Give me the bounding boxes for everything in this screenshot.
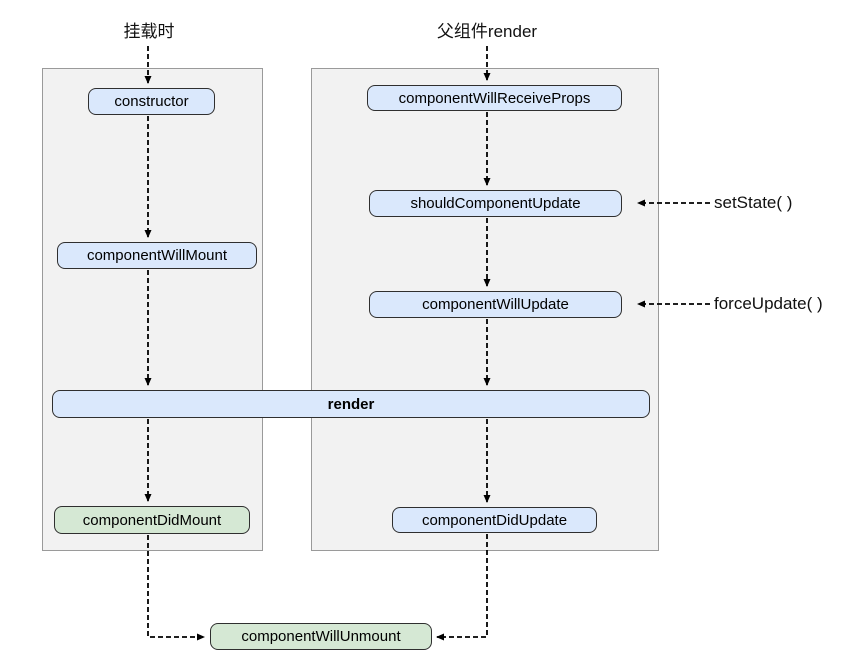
node-component-will-receive-props: componentWillReceiveProps bbox=[367, 85, 622, 111]
node-constructor: constructor bbox=[88, 88, 215, 115]
node-component-will-unmount: componentWillUnmount bbox=[210, 623, 432, 650]
mount-phase-label: 挂载时 bbox=[123, 22, 175, 41]
node-component-will-update-label: componentWillUpdate bbox=[422, 296, 569, 313]
node-component-did-mount-label: componentDidMount bbox=[82, 511, 222, 529]
node-render-label: render bbox=[327, 395, 375, 413]
node-constructor-label: constructor bbox=[114, 93, 189, 110]
node-should-component-update-label: shouldComponentUpdate bbox=[410, 195, 581, 212]
node-component-did-update-label: componentDidUpdate bbox=[421, 511, 568, 529]
node-render: render bbox=[52, 390, 650, 418]
parent-render-label: 父组件render bbox=[436, 22, 538, 41]
node-component-will-receive-props-label: componentWillReceiveProps bbox=[398, 89, 591, 107]
node-component-will-mount: componentWillMount bbox=[57, 242, 257, 269]
node-component-did-mount: componentDidMount bbox=[54, 506, 250, 534]
setstate-label: setState( ) bbox=[714, 193, 793, 212]
node-should-component-update: shouldComponentUpdate bbox=[369, 190, 622, 217]
node-component-will-update: componentWillUpdate bbox=[369, 291, 622, 318]
forceupdate-label: forceUpdate( ) bbox=[714, 294, 823, 313]
node-component-will-unmount-label: componentWillUnmount bbox=[241, 628, 401, 645]
mount-phase-panel bbox=[42, 68, 263, 551]
node-component-did-update: componentDidUpdate bbox=[392, 507, 597, 533]
node-component-will-mount-label: componentWillMount bbox=[86, 247, 228, 264]
